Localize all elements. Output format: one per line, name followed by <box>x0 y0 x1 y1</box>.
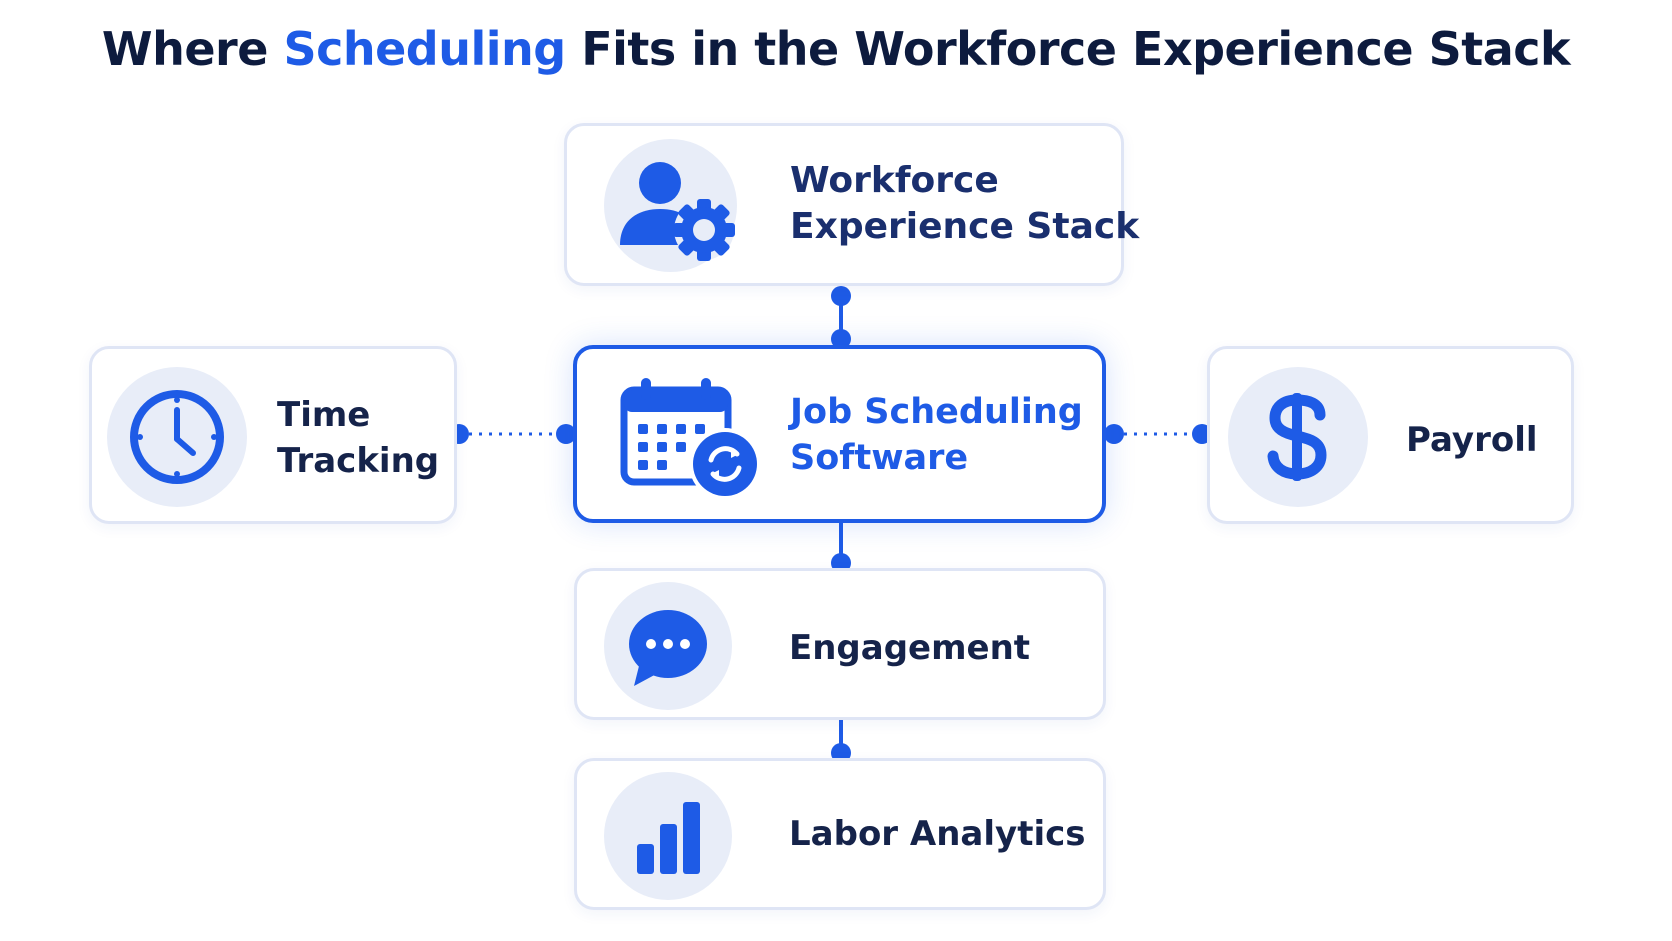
node-label-line-2: Experience Stack <box>790 206 1140 247</box>
node-label-text: Labor Analytics <box>789 814 1086 854</box>
node-label-text: Engagement <box>789 628 1031 668</box>
node-label: Payroll <box>1406 417 1538 463</box>
node-icon-circle <box>107 367 247 507</box>
node-icon-circle <box>604 582 732 710</box>
connector-dot <box>831 286 851 306</box>
node-label-line-1: Workforce <box>790 160 999 201</box>
node-label-line-1: Time <box>277 395 371 435</box>
node-job-scheduling-software: Job Scheduling Software <box>573 345 1106 523</box>
node-label-line-2: Tracking <box>277 441 440 481</box>
connector-dot <box>1104 424 1124 444</box>
title-prefix: Where <box>101 22 284 76</box>
title-highlight: Scheduling <box>283 22 566 76</box>
node-label: Engagement <box>789 625 1030 671</box>
node-icon <box>617 374 767 504</box>
node-label-line-2: Software <box>790 438 969 478</box>
connector-dot <box>831 329 851 349</box>
connector-dot <box>556 424 576 444</box>
node-label: Time Tracking <box>277 392 439 484</box>
node-engagement: Engagement <box>574 568 1106 720</box>
node-payroll: Payroll <box>1207 346 1574 524</box>
title-suffix: Fits in the Workforce Experience Stack <box>565 22 1571 76</box>
node-label: Labor Analytics <box>789 811 1086 857</box>
node-label: Job Scheduling Software <box>790 389 1083 481</box>
chat-bubble-icon <box>629 610 707 686</box>
node-label: Workforce Experience Stack <box>790 158 1139 250</box>
node-label-text: Payroll <box>1406 420 1538 460</box>
bar-chart-icon <box>637 802 700 874</box>
calendar-sync-icon <box>620 378 761 500</box>
node-icon-circle <box>1228 367 1368 507</box>
node-workforce-experience-stack: Workforce Experience Stack <box>564 123 1139 286</box>
dollar-icon <box>1267 393 1327 481</box>
node-label-line-1: Job Scheduling <box>790 392 1083 432</box>
clock-icon <box>130 390 224 484</box>
node-icon-circle <box>604 772 732 900</box>
page-title: Where Scheduling Fits in the Workforce E… <box>0 22 1672 76</box>
node-time-tracking: Time Tracking <box>89 346 457 524</box>
user-gear-icon <box>620 162 735 261</box>
node-icon-circle <box>604 139 737 272</box>
node-labor-analytics: Labor Analytics <box>574 758 1106 910</box>
